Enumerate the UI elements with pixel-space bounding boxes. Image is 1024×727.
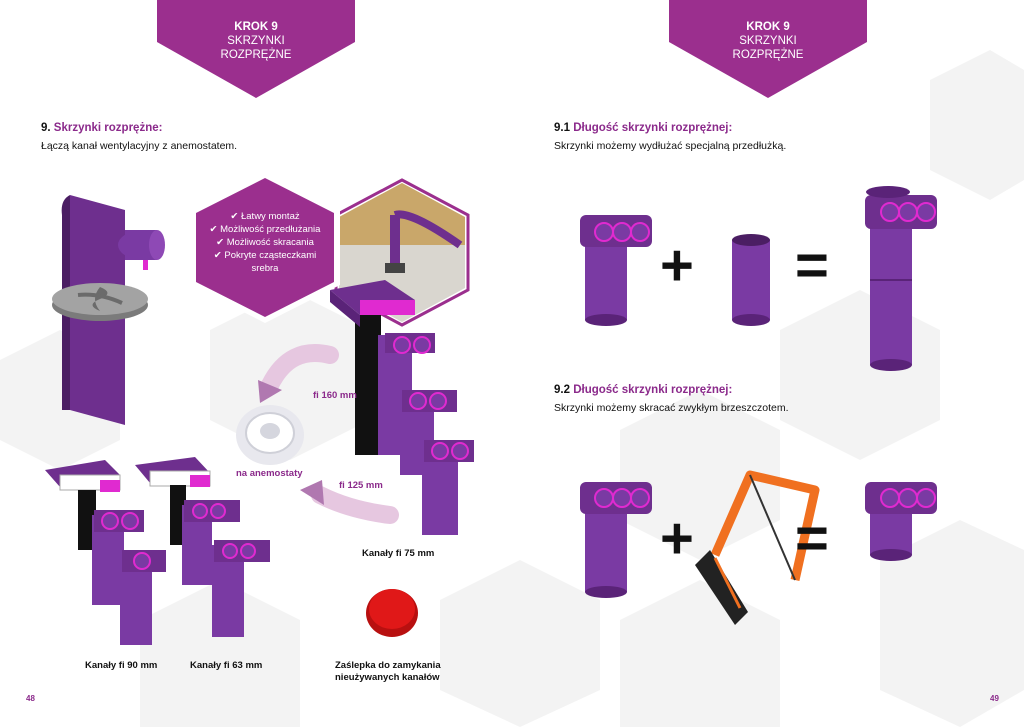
features-list: ✔ Łatwy montaż ✔ Możliwość przedłużania … [188,210,342,275]
features-hexagon: ✔ Łatwy montaż ✔ Możliwość przedłużania … [188,170,342,325]
red-cap-illustration [366,589,418,637]
section-9-2-description: Skrzynki możemy skracać zwykłym brzeszcz… [554,402,789,414]
plus-symbol-2: + [660,506,694,571]
hacksaw-illustration [695,470,820,625]
arrow-to-anemostat-bottom [311,486,399,524]
feature-item: srebra [251,263,279,274]
label-kanaly-63: Kanały fi 63 mm [190,660,263,671]
feature-item: ✔ Pokryte cząsteczkami [213,250,317,261]
shortening-illustrations [580,470,937,625]
extension-tube-illustration [732,234,770,326]
section-title: Długość skrzynki rozprężnej: [573,384,733,396]
label-fi-125: fi 125 mm [339,480,383,491]
label-fi-160: fi 160 mm [313,390,357,401]
feature-item: ✔ Łatwy montaż [230,211,300,222]
section-9-1-description: Skrzynki możemy wydłużać specjalną przed… [554,140,787,152]
section-number: 9.1 [554,122,570,134]
cutaway-duct-illustration [52,195,165,425]
label-zaslepka-line-2: nieużywanych kanałów [335,672,440,683]
label-na-anemostaty: na anemostaty [236,468,303,479]
section-number: 9. [41,122,51,134]
banner-step-label: KROK 9 [746,21,790,33]
page-number-left: 48 [26,694,35,703]
equals-symbol-1: = [795,233,829,298]
equals-symbol-2: = [795,506,829,571]
short-plenum-box-illustration [580,215,652,326]
feature-item: ✔ Możliwość skracania [216,237,314,248]
section-9-2-heading: 9.2 Długość skrzynki rozprężnej: [554,384,732,396]
extended-plenum-box-illustration [865,186,937,371]
banner-line-2: ROZPRĘŻNE [220,49,292,61]
plenum-box-75-illustration [400,390,474,535]
feature-item: ✔ Możliwość przedłużania [209,224,321,235]
page-number-right: 49 [990,694,999,703]
left-illustrations [45,178,474,645]
plenum-box-160-illustration [330,280,415,455]
right-step-banner: KROK 9 SKRZYNKI ROZPRĘŻNE [669,0,867,98]
section-9-1-heading: 9.1 Długość skrzynki rozprężnej: [554,122,732,134]
left-section-heading: 9. Skrzynki rozprężne: [41,122,162,134]
plenum-box-before-cut-illustration [580,482,652,598]
anemostat-illustration [236,405,304,465]
shortened-plenum-box-illustration [865,482,937,561]
extension-illustrations [580,186,937,371]
left-section-description: Łączą kanał wentylacyjny z anemostatem. [41,140,238,152]
section-title: Skrzynki rozprężne: [53,122,163,134]
left-step-banner: KROK 9 SKRZYNKI ROZPRĘŻNE [157,0,355,98]
label-kanaly-75: Kanały fi 75 mm [362,548,435,559]
banner-step-label: KROK 9 [234,21,278,33]
label-kanaly-90: Kanały fi 90 mm [85,660,158,671]
banner-line-1: SKRZYNKI [227,35,285,47]
plenum-box-63-illustration [135,457,270,637]
section-title: Długość skrzynki rozprężnej: [573,122,733,134]
plenum-box-90-illustration [45,460,166,645]
label-zaslepka-line-1: Zaślepka do zamykania [335,660,441,671]
plus-symbol-1: + [660,233,694,298]
arrow-to-anemostat-top [261,344,339,394]
section-number: 9.2 [554,384,570,396]
banner-line-2: ROZPRĘŻNE [732,49,804,61]
banner-line-1: SKRZYNKI [739,35,797,47]
